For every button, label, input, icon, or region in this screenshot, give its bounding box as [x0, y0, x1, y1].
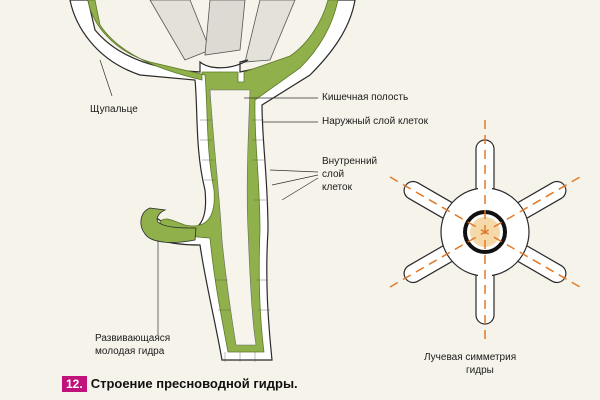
- cell-texture: [200, 119, 270, 362]
- gut-cavity: [209, 89, 257, 346]
- background-tentacle-left: [149, 0, 211, 61]
- hydra-inner-layer: [87, 0, 339, 353]
- label-inner-layer-1: Внутренний: [322, 156, 378, 167]
- figure-caption: 12.Строение пресноводной гидры.: [62, 376, 298, 392]
- developing-bud: [140, 207, 197, 243]
- label-inner-layer-2: слой: [322, 169, 345, 180]
- background-tentacle-center: [204, 0, 246, 56]
- label-symmetry-1: Лучевая симметрия: [424, 352, 517, 363]
- label-bud-1: Развивающаяся: [95, 333, 171, 344]
- leader-lines: [99, 59, 319, 335]
- label-inner-layer-3: клеток: [322, 182, 352, 193]
- figure-caption-text: Строение пресноводной гидры.: [90, 376, 298, 391]
- symmetry-axes: [389, 120, 581, 340]
- label-outer-layer: Наружный слой клеток: [322, 116, 428, 127]
- label-symmetry-2: гидры: [466, 365, 494, 376]
- label-tentacle: Щупальце: [90, 104, 138, 115]
- background-tentacle-right: [244, 0, 296, 63]
- label-bud-2: молодая гидра: [95, 346, 165, 357]
- label-gut-cavity: Кишечная полость: [322, 92, 409, 103]
- figure-number-badge: 12.: [62, 376, 87, 392]
- radial-symmetry-diagram: [389, 120, 581, 340]
